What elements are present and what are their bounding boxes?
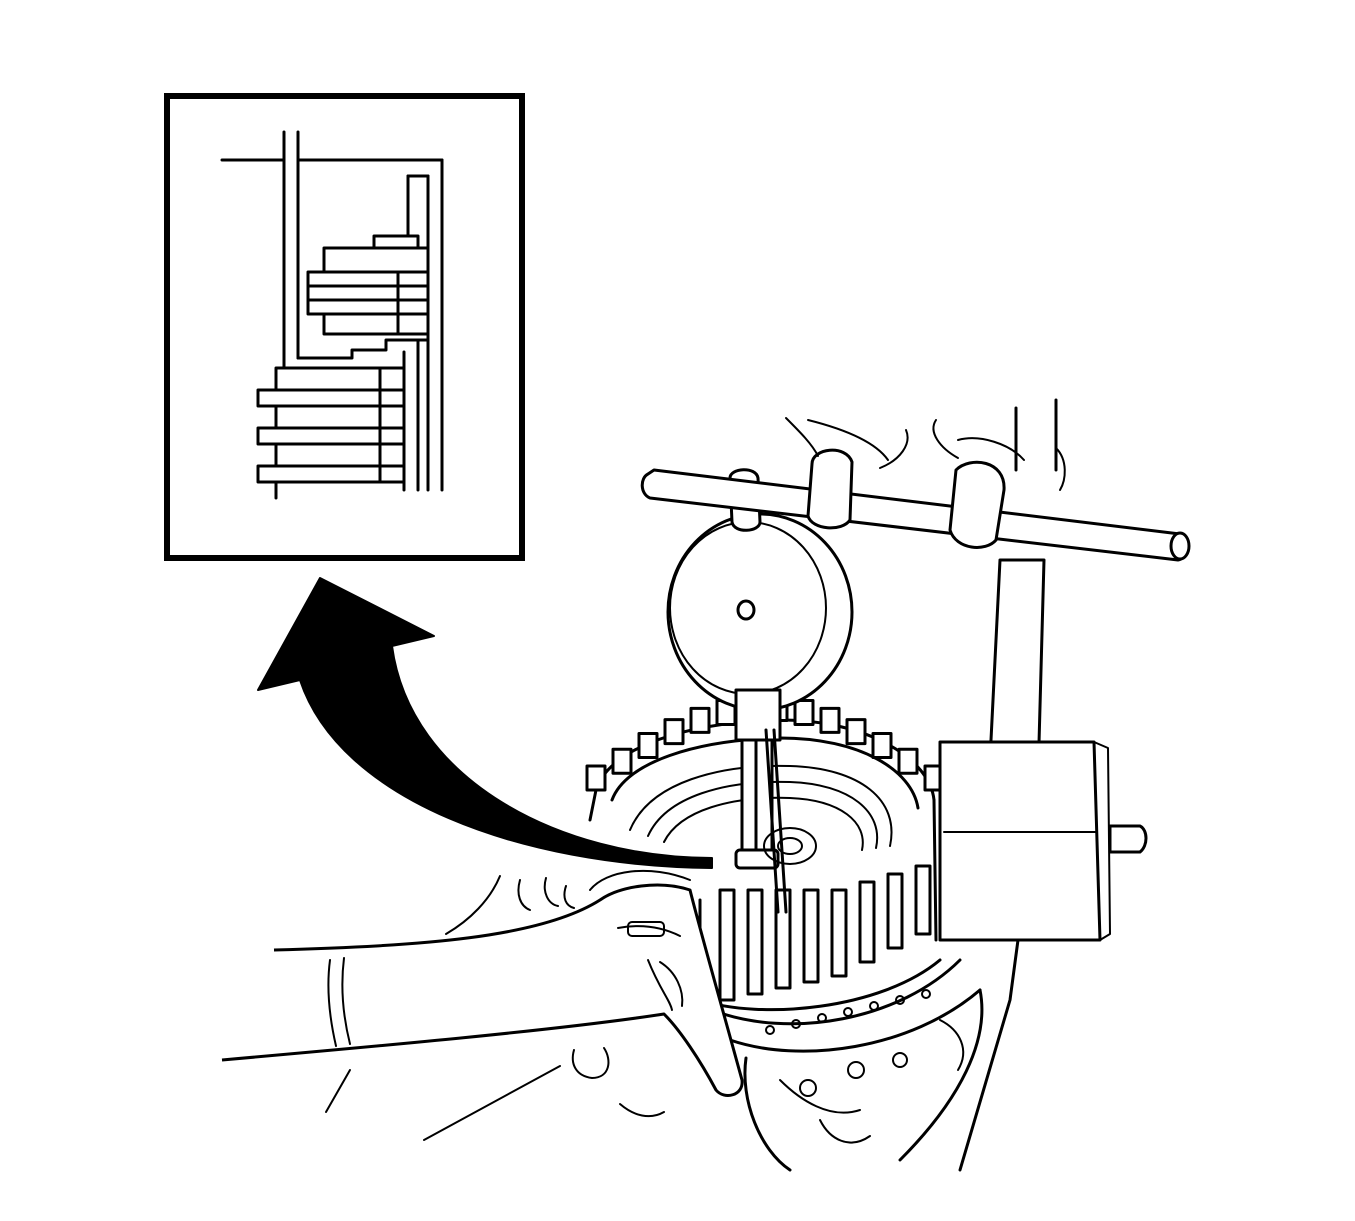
ring-hole [895,995,905,1005]
indicator-holder [640,398,1191,792]
spline-tooth [871,732,893,759]
spline-tooth [611,747,633,775]
dial-indicator [666,468,854,914]
lower-spline [746,888,764,996]
ring-hole [869,1001,879,1011]
spline-tooth [663,718,685,746]
inset-detail-view [164,93,525,561]
callout-arrow [257,577,713,869]
ring-hole [791,1019,801,1029]
inset-cross-section [220,130,444,500]
gloved-hand [221,869,744,1141]
magnetic-base [938,740,1148,942]
inset-upper-plates [306,234,430,336]
spline-tooth [637,732,659,759]
ring-hole [817,1013,827,1023]
lower-spline [858,880,876,964]
spline-tooth [819,706,841,734]
lower-spline [718,888,736,1002]
lower-spline [886,872,904,950]
lower-spline [830,888,848,978]
inset-lower-plates [256,366,406,500]
drum-ring-holes [765,989,931,1035]
spline-tooth [689,706,711,734]
lower-spline [774,888,792,990]
spline-tooth [845,718,867,746]
ring-hole [921,989,931,999]
dial-center-pin [736,599,756,621]
lower-spline [914,864,932,936]
ring-hole [765,1025,775,1035]
ring-hole [843,1007,853,1017]
spline-tooth [793,699,815,726]
spline-tooth [585,764,607,792]
drum-lower-splines [718,864,932,1002]
lower-spline [802,888,820,984]
spline-tooth [897,747,919,775]
